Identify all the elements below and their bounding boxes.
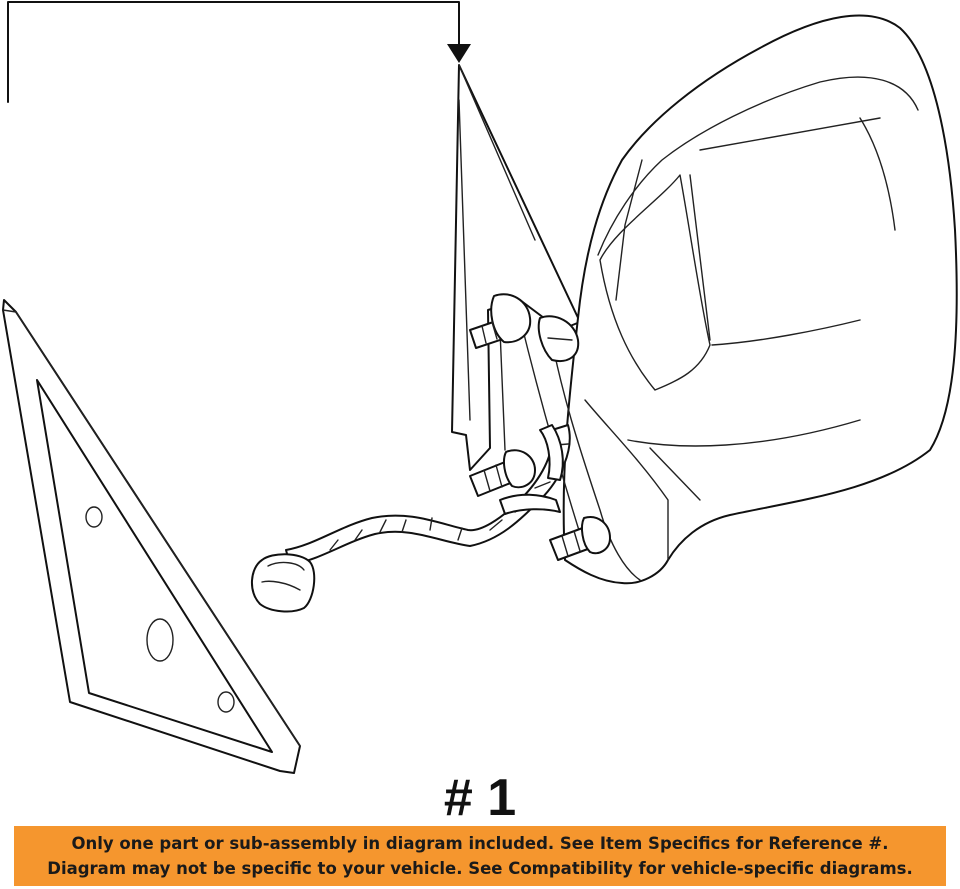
harness-connector <box>251 553 316 613</box>
mirror-housing <box>451 14 958 585</box>
disclaimer-line-2: Diagram may not be specific to your vehi… <box>47 859 913 878</box>
glass-mount-hole-top <box>85 506 103 528</box>
leader-arrowhead <box>447 44 471 63</box>
part-callout-label: # 1 <box>443 769 517 827</box>
mirror-glass <box>2 299 301 774</box>
mounting-stud-lower-right <box>549 516 611 561</box>
mounting-stud-upper-left <box>469 293 532 349</box>
disclaimer-line-1: Only one part or sub-assembly in diagram… <box>71 834 889 853</box>
disclaimer-banner: Only one part or sub-assembly in diagram… <box>14 826 946 886</box>
wiring-harness <box>251 424 571 613</box>
glass-mount-hole-bottom <box>217 691 235 713</box>
mounting-stud-lower-left <box>469 449 536 497</box>
mounting-stud-upper-right <box>537 315 580 362</box>
glass-mount-hole-center <box>146 618 174 662</box>
leader-line <box>7 1 460 103</box>
